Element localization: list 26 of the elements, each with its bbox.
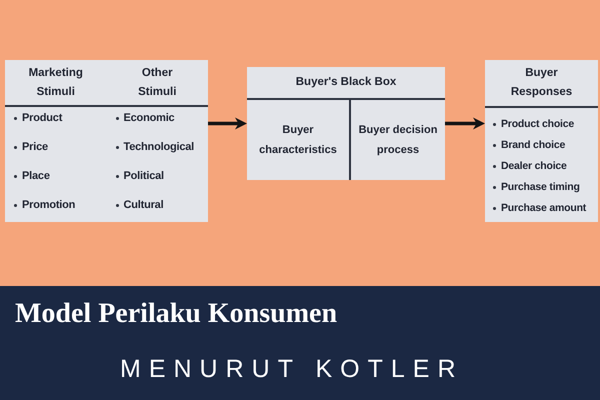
- list-item: Purchase amount: [501, 201, 586, 215]
- column-heading: Buyer Responses: [510, 66, 574, 100]
- column-heading: Marketing Stimuli: [28, 66, 84, 100]
- process-box: [5, 60, 208, 222]
- list-item: Economic: [124, 111, 174, 125]
- list-item: Product choice: [501, 117, 574, 131]
- list-item: Purchase timing: [501, 180, 580, 194]
- column-heading: Other Stimuli: [137, 66, 178, 100]
- list-item: Technological: [124, 140, 194, 154]
- arrow: [445, 118, 485, 130]
- list-item: Place: [22, 169, 50, 183]
- process-box: [485, 60, 598, 222]
- arrow: [208, 118, 247, 130]
- list-item: Product: [22, 111, 62, 125]
- subtitle: MENURUT KOTLER: [120, 354, 464, 384]
- list-item: Political: [124, 169, 164, 183]
- list-item: Brand choice: [501, 138, 566, 152]
- list-item: Promotion: [22, 198, 76, 212]
- list-item: Cultural: [124, 198, 164, 212]
- title: Model Perilaku Konsumen: [15, 297, 338, 331]
- cell-text: Buyer decision process: [358, 123, 438, 158]
- list-item: Dealer choice: [501, 159, 567, 173]
- box-heading: Buyer's Black Box: [296, 75, 396, 90]
- process-box: [247, 67, 445, 180]
- cell-text: Buyer characteristics: [258, 123, 338, 158]
- list-item: Price: [22, 140, 48, 154]
